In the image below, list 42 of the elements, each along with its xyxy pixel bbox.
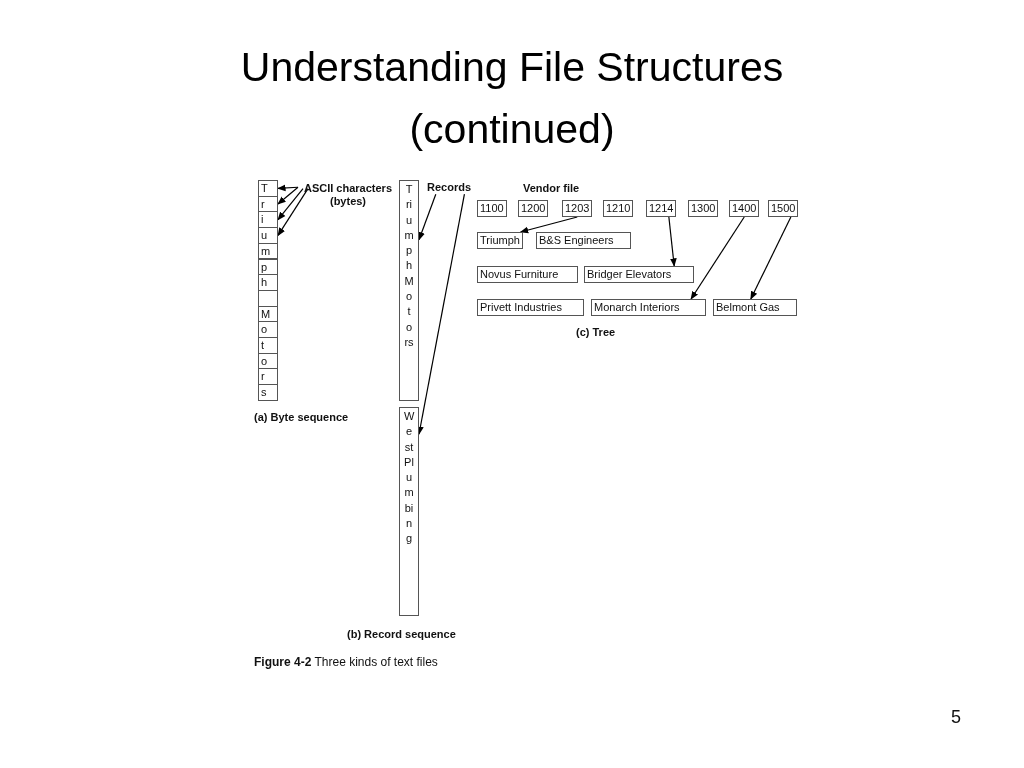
callout-text: Records <box>427 181 472 195</box>
arrow <box>668 216 677 267</box>
byte-cell: o <box>258 321 278 338</box>
record-box: 1300 <box>688 200 719 217</box>
record-box: Privett Industries <box>477 299 584 316</box>
arrow <box>750 216 792 300</box>
record-column <box>399 407 419 616</box>
caption-label: (a) Byte sequence <box>254 411 349 425</box>
arrow <box>277 188 304 221</box>
record-box: Triumph <box>477 232 523 249</box>
record-box: 1210 <box>603 200 634 217</box>
caption-label: (c) Tree <box>576 326 616 340</box>
caption-label: (b) Record sequence <box>347 628 456 642</box>
record-text: West Plumbing <box>403 409 415 547</box>
page-number: 5 <box>951 707 961 729</box>
byte-cell: T <box>258 180 278 197</box>
byte-cell: t <box>258 337 278 354</box>
slide-title: Understanding File Structures (continued) <box>239 43 785 154</box>
caption-label: Vendor file <box>523 182 580 196</box>
arrow <box>690 216 745 300</box>
byte-cell: h <box>258 274 278 291</box>
record-box: 1200 <box>518 200 549 217</box>
record-box: Novus Furniture <box>477 266 578 283</box>
arrow <box>277 184 299 192</box>
arrow <box>418 193 437 241</box>
arrow <box>417 193 466 435</box>
record-box: Monarch Interiors <box>591 299 706 316</box>
record-box: 1214 <box>646 200 677 217</box>
record-column <box>399 180 419 401</box>
record-box: 1100 <box>477 200 507 217</box>
record-box: B&S Engineers <box>536 232 631 249</box>
arrow <box>277 186 299 205</box>
figure-caption: Figure 4-2 Three kinds of text files <box>254 655 438 670</box>
byte-cell: s <box>258 384 278 401</box>
record-box: 1500 <box>768 200 799 217</box>
byte-cell: u <box>258 227 278 244</box>
record-box: 1400 <box>729 200 760 217</box>
record-box: Belmont Gas <box>713 299 797 316</box>
record-box: 1203 <box>562 200 593 217</box>
callout-text: ASCII characters (bytes) <box>298 182 398 209</box>
record-box: Bridger Elevators <box>584 266 694 283</box>
record-text: Triumph Motors <box>404 182 414 350</box>
